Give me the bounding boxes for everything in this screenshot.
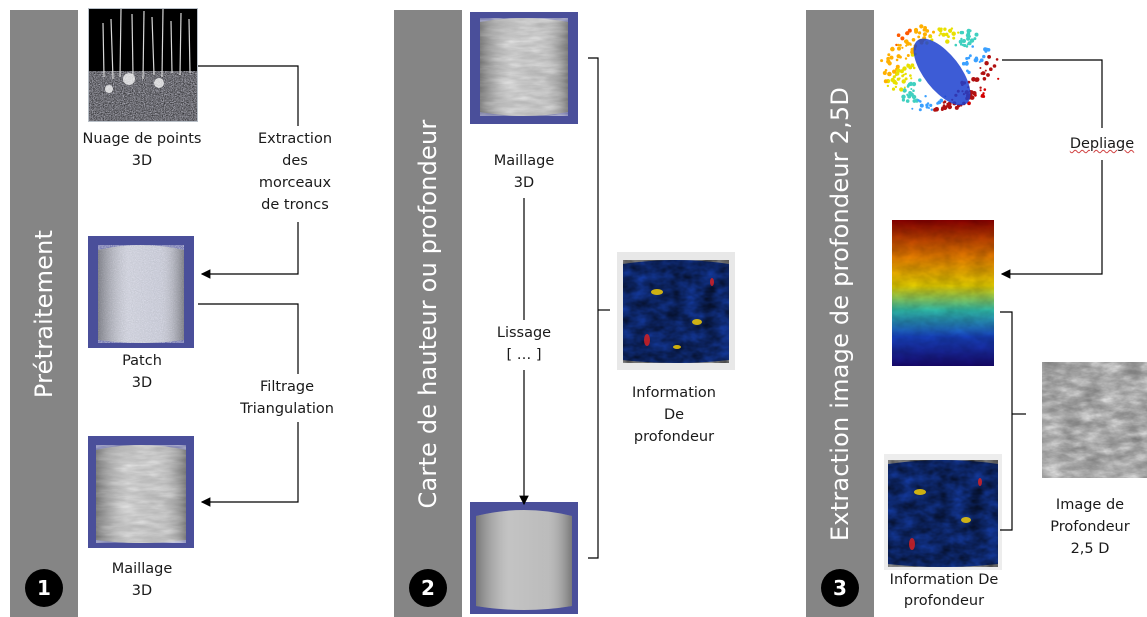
panel-1-sidebar: Prétraitement 1: [10, 10, 78, 617]
depth-info-label: Information De profondeur: [632, 385, 716, 445]
smoothed-mesh-image: [470, 502, 578, 614]
bracket-panel-3: [1000, 311, 1013, 531]
smoothing-step-label: Lissage [ … ]: [472, 322, 576, 366]
bracket-panel-2: [588, 57, 599, 559]
point-cloud-photo: [88, 8, 198, 122]
panel-2-number-badge: 2: [409, 569, 447, 607]
depth-map-image: [617, 252, 735, 370]
panel-1-number-badge: 1: [25, 569, 63, 607]
depth-info-label-2: Information De profondeur: [889, 572, 999, 609]
unfolding-connector: [1002, 59, 1103, 128]
patch-label: Patch 3D: [122, 353, 162, 391]
extraction-step-label: Extraction des morceaux de troncs: [257, 131, 333, 213]
depth-image-25d: [1042, 362, 1147, 478]
mesh-label-1: Maillage 3D: [111, 561, 173, 599]
mesh-3d-image: [88, 436, 194, 548]
panel-3-number-badge: 3: [821, 569, 859, 607]
filtering-connector: [198, 303, 299, 374]
depth-image-label: Image de Profondeur 2,5 D: [1050, 497, 1130, 557]
mesh-3d-image-2: [470, 12, 578, 124]
depth-map-image-2: [884, 454, 1002, 570]
unfolding-step-label: Depliage: [1069, 136, 1135, 152]
unfolded-point-cloud: [888, 216, 998, 370]
panel-3-sidebar: Extraction image de profondeur 2,5D 3: [806, 10, 874, 617]
point-cloud-label: Nuage de points 3D: [82, 131, 202, 169]
patch-3d-image: [88, 236, 194, 348]
extraction-arrow: [200, 222, 299, 279]
filtering-arrow: [200, 422, 299, 507]
extraction-connector: [198, 65, 299, 126]
mesh-label-2: Maillage 3D: [493, 153, 555, 191]
filtering-step-label: Filtrage Triangulation: [240, 379, 334, 417]
colored-point-cloud-cylinder: [880, 10, 1002, 128]
panel-2-sidebar: Carte de hauteur ou profondeur 2: [394, 10, 462, 617]
unfolding-arrow: [1000, 160, 1103, 279]
